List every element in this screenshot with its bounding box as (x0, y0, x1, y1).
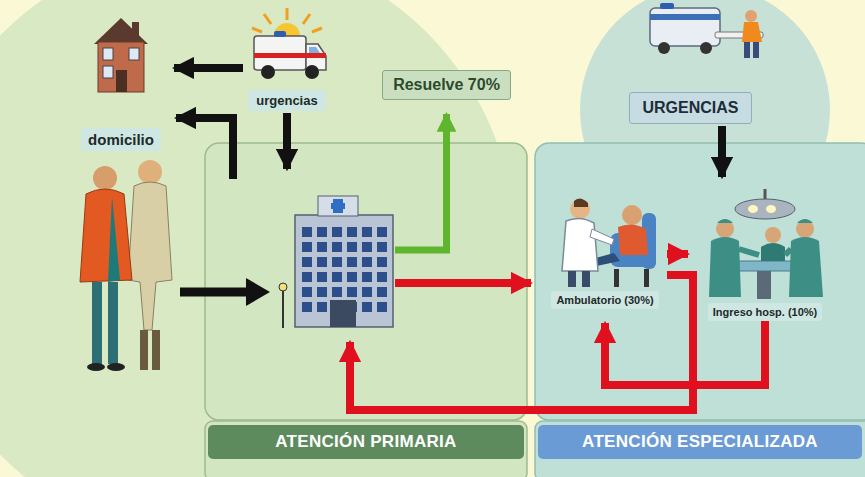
ambulance-icon (244, 6, 330, 84)
ambulance-stretcher (650, 3, 763, 58)
outpatient-node: Ambulatorio (30%) (543, 193, 667, 309)
specialized-panel-foot (535, 421, 865, 477)
flow-arrow (283, 113, 291, 169)
emergency-box: URGENCIAS (628, 92, 753, 124)
flow-arrow (176, 118, 233, 179)
panel-title: ATENCIÓN PRIMARIA (208, 425, 524, 459)
patients-figures (80, 160, 172, 371)
flow-arrow (605, 321, 765, 385)
entry-arrowhead (246, 278, 270, 306)
node-label: Ambulatorio (30%) (551, 291, 658, 309)
flow-arrow (395, 114, 447, 250)
entry-arrow (180, 288, 250, 297)
result-box: Resuelve 70% (381, 70, 512, 100)
specialized-care-panel: ATENCIÓN ESPECIALIZADA Ambulatorio (30%) I… (535, 143, 865, 477)
node-label: URGENCIAS (629, 92, 751, 124)
flow-arrow (667, 250, 688, 258)
home-node: domicilio (80, 14, 162, 151)
surgery-icon (701, 189, 829, 301)
node-label: urgencias (248, 90, 325, 111)
consultation-icon (544, 193, 666, 289)
health-centre-building (279, 196, 393, 328)
flow-arrow (174, 64, 243, 72)
node-label: Resuelve 70% (382, 70, 511, 100)
house-icon (90, 14, 152, 94)
panel-title: ATENCIÓN ESPECIALIZADA (538, 425, 862, 459)
emergency-node: urgencias (243, 6, 331, 111)
node-label: domicilio (81, 128, 161, 151)
node-label: Ingreso hosp. (10%) (708, 303, 823, 321)
primary-panel-foot (205, 421, 527, 477)
primary-care-panel: ATENCIÓN PRIMARIA (205, 143, 527, 477)
hospital-admission-node: Ingreso hosp. (10%) (700, 189, 830, 321)
specialized-panel-body (535, 143, 865, 420)
flow-arrow (395, 279, 531, 287)
flow-arrow (718, 126, 726, 177)
flow-arrow (350, 275, 693, 410)
